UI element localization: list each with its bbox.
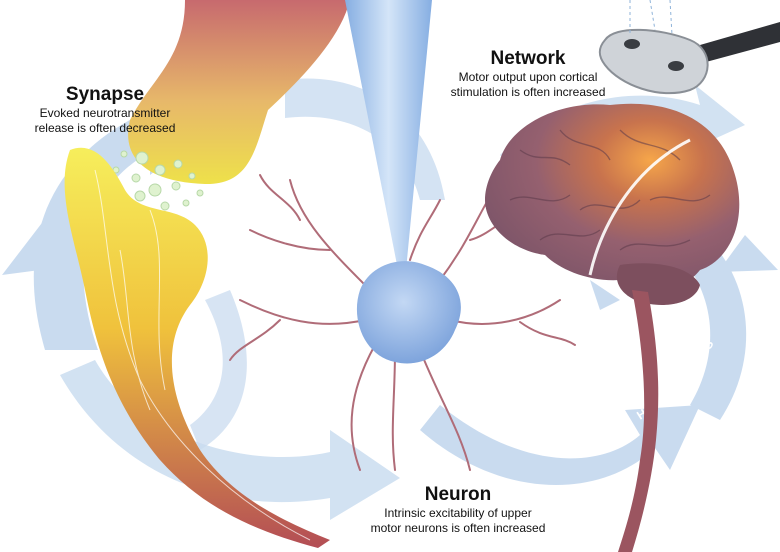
- tms-coil-icon: [598, 0, 780, 95]
- network-label: Network Motor output upon cortical stimu…: [438, 48, 618, 100]
- neuron-description-line1: Intrinsic excitability of upper: [384, 506, 532, 520]
- micropipette-icon: [345, 0, 432, 270]
- dendrite-highlights: [94, 169, 311, 541]
- neuron-dendrites: [229, 174, 576, 471]
- synapse-label: Synapse Evoked neurotransmitter release …: [30, 84, 180, 136]
- postsynaptic-dendrite: [64, 147, 331, 548]
- neuron-title: Neuron: [424, 484, 492, 505]
- neuron-soma: [356, 261, 461, 364]
- synapse-title: Synapse: [65, 84, 145, 105]
- network-description-line2: stimulation is often increased: [450, 85, 606, 99]
- brain-folds: [509, 129, 711, 251]
- presynaptic-terminal: [128, 0, 350, 185]
- synapse-description-line2: release is often decreased: [34, 121, 176, 135]
- network-description-line1: Motor output upon cortical: [458, 70, 598, 84]
- brain: [485, 103, 740, 293]
- stimulation-trace: [588, 138, 691, 276]
- spinal-cord: [618, 290, 659, 552]
- neuron-label: Neuron Intrinsic excitability of upper m…: [358, 484, 558, 536]
- neuron-description-line2: motor neurons is often increased: [370, 521, 546, 535]
- homeostasis-label-left: HOMEOSTASIS: [287, 118, 373, 207]
- synapse-description-line1: Evoked neurotransmitter: [39, 106, 171, 120]
- network-title: Network: [490, 48, 566, 69]
